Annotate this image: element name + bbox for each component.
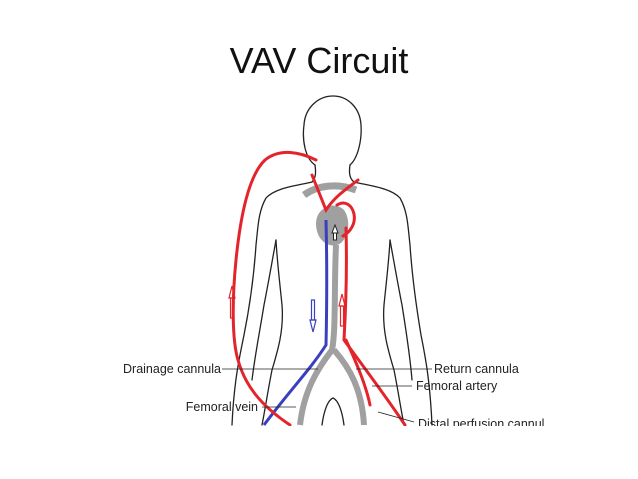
- cannula-system: [297, 182, 367, 426]
- neck-right: [348, 164, 355, 183]
- right-femoral-branch: [344, 338, 372, 407]
- heart-arterial: [335, 201, 356, 238]
- right-shoulder-arm-outer: [353, 181, 433, 426]
- distal-perfusion-leader: [377, 411, 415, 423]
- leader-lines: [222, 368, 432, 423]
- up-arrow-icon: [338, 293, 346, 327]
- up-arrow-icon: [228, 285, 236, 319]
- aortic-arch: [301, 182, 358, 198]
- drainage-cannula-label: Drainage cannula: [123, 362, 221, 376]
- down-arrow-icon: [309, 299, 317, 333]
- head: [302, 95, 362, 166]
- up-arrow-icon: [331, 223, 339, 241]
- left-arm-inner: [251, 239, 277, 381]
- outer-return-loop: [231, 151, 318, 427]
- femoral-artery-label: Femoral artery: [416, 379, 498, 393]
- arterial-descending: [342, 226, 407, 427]
- groin: [321, 397, 345, 426]
- body-outline: [231, 95, 433, 426]
- crop-mask: [0, 426, 638, 479]
- right-arm-inner: [389, 239, 413, 381]
- distal-cannula-tube: [297, 244, 339, 426]
- venous-drainage-line: [262, 219, 329, 426]
- femoral-vein-label: Femoral vein: [186, 400, 258, 414]
- return-cannula-label: Return cannula: [434, 362, 519, 376]
- slide-title: VAV Circuit: [229, 40, 409, 81]
- left-shoulder-arm-outer: [231, 181, 313, 426]
- arterial-lines: [231, 151, 407, 427]
- upper-arterial-flow: [310, 173, 360, 214]
- right-torso: [382, 239, 405, 426]
- heart-shape: [316, 205, 349, 246]
- left-torso: [261, 239, 284, 426]
- return-cannula-tube: [331, 348, 367, 426]
